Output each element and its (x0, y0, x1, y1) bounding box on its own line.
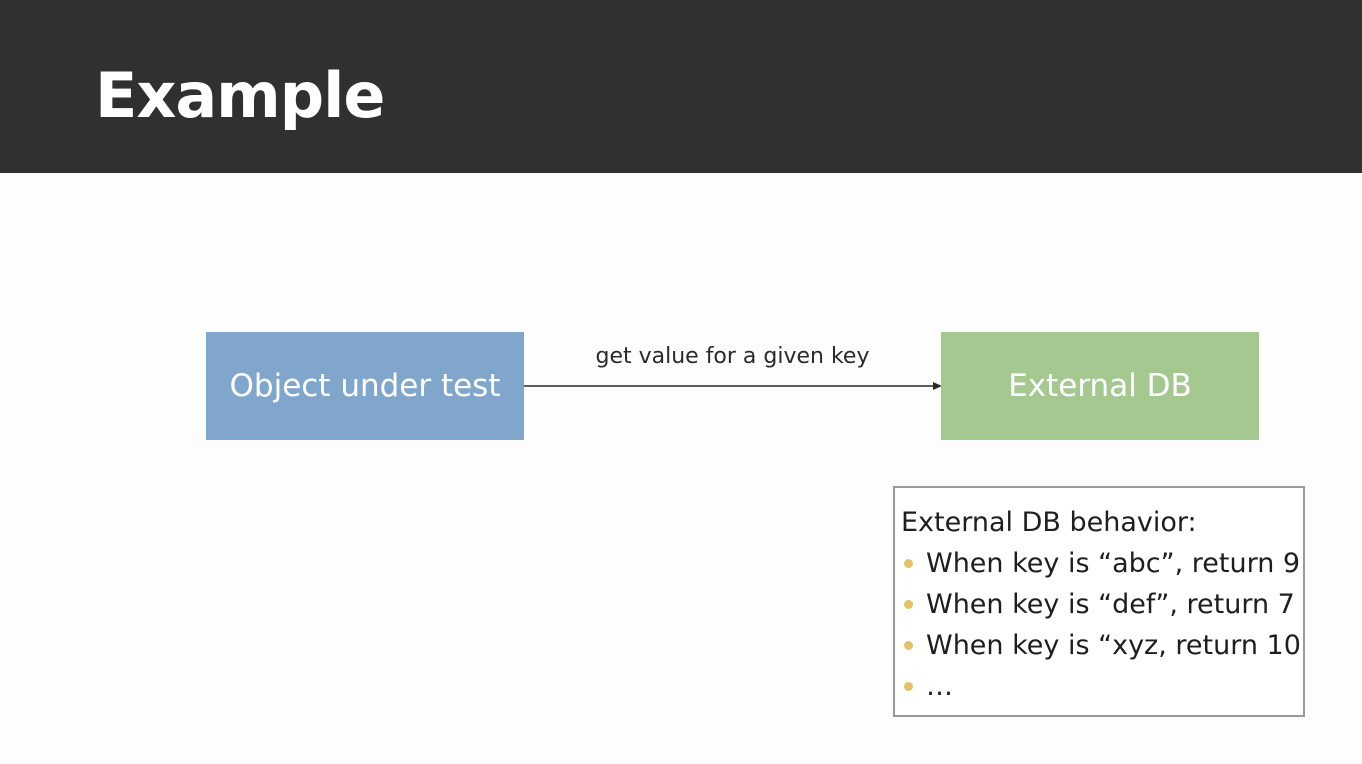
bullet-icon (904, 682, 913, 691)
bullet-icon (904, 559, 913, 568)
list-item-text: When key is “def”, return 7 (926, 589, 1295, 620)
list-item: When key is “xyz, return 10 (901, 625, 1303, 666)
list-item-text: When key is “xyz, return 10 (926, 630, 1301, 661)
db-behavior-box: External DB behavior: When key is “abc”,… (893, 486, 1305, 717)
request-arrow (524, 382, 942, 390)
slide-header: Example (0, 0, 1362, 173)
bullet-icon (904, 641, 913, 650)
slide-title: Example (95, 59, 385, 132)
arrow-label: get value for a given key (595, 344, 870, 369)
object-under-test-box: Object under test (206, 332, 524, 440)
db-behavior-heading: External DB behavior: (901, 507, 1197, 538)
list-item-text: When key is “abc”, return 9 (926, 548, 1301, 579)
list-item: When key is “def”, return 7 (901, 584, 1303, 625)
list-item: When key is “abc”, return 9 (901, 543, 1303, 584)
external-db-box: External DB (941, 332, 1259, 440)
object-under-test-label: Object under test (229, 368, 501, 404)
arrow-head (933, 382, 942, 390)
bullet-icon (904, 600, 913, 609)
list-item-text: … (926, 671, 953, 702)
db-behavior-list: When key is “abc”, return 9 When key is … (901, 543, 1303, 707)
external-db-label: External DB (1008, 368, 1192, 404)
list-item: … (901, 666, 1303, 707)
